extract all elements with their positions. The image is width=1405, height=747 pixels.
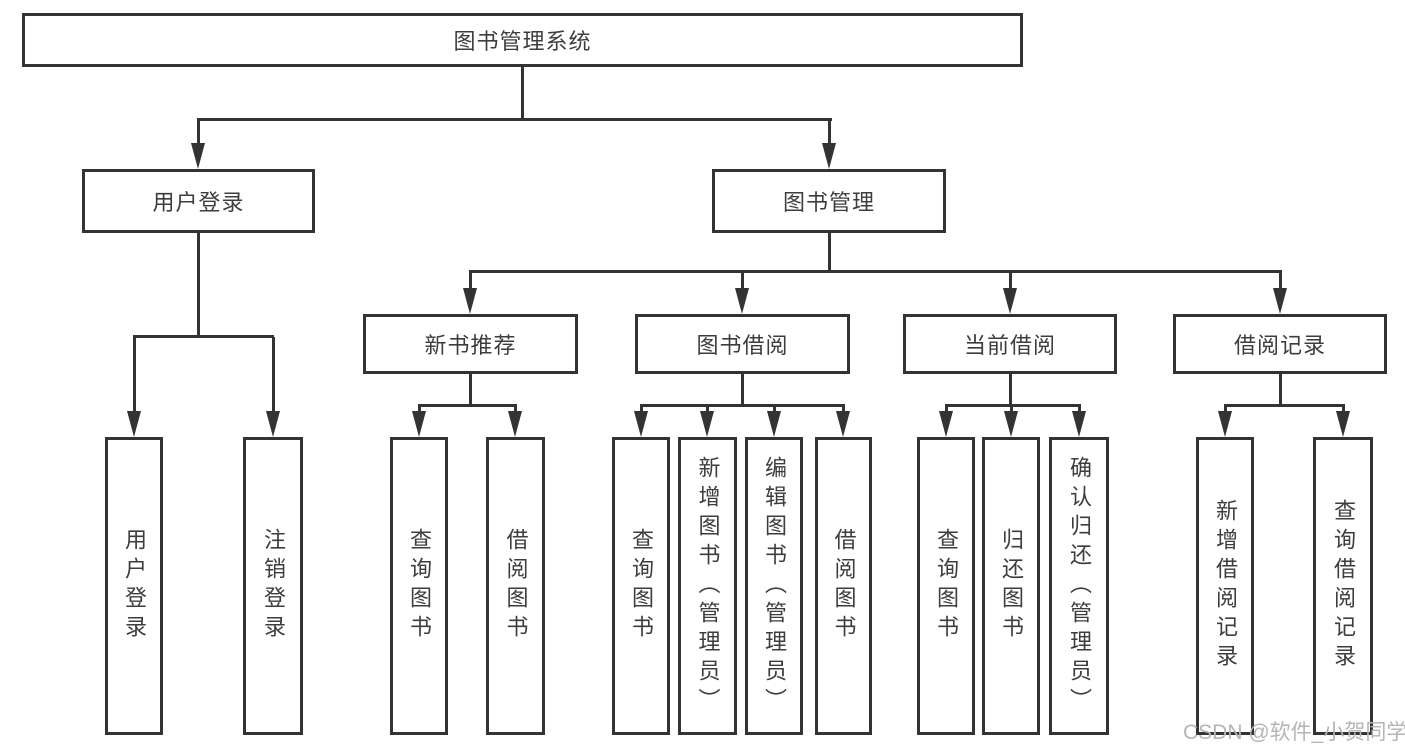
connector-borrow-records-stem	[1279, 374, 1282, 406]
leaf-label-query-books-2: 查询图书	[629, 528, 654, 644]
node-root-label: 图书管理系统	[453, 29, 592, 54]
arrow-to-user-login	[191, 143, 205, 169]
watermark: CSDN @软件_小贺同学	[1183, 721, 1405, 744]
node-book-borrow: 图书借阅	[635, 314, 850, 374]
leaf-label-add-books-admin: 新增图书（管理员）	[695, 455, 721, 717]
arrow-to-leaf-6	[767, 411, 781, 437]
leaf-node-confirm-return-admin: 确认归还（管理员）	[1049, 437, 1109, 735]
leaf-node-logout: 注销登录	[243, 437, 303, 735]
connector-leaf-8-drop	[945, 406, 948, 413]
node-current-borrow-label: 当前借阅	[963, 333, 1056, 358]
connector-book-mgmt-drop	[828, 120, 831, 145]
leaf-node-borrow-books-1: 借阅图书	[486, 437, 545, 735]
leaf-label-confirm-return-admin: 确认归还（管理员）	[1067, 455, 1092, 717]
arrow-to-leaf-1	[266, 411, 280, 437]
leaf-node-return-books: 归还图书	[982, 437, 1040, 735]
connector-leaf-12-drop	[1342, 406, 1345, 413]
leaf-label-query-books-1: 查询图书	[407, 528, 432, 644]
leaf-label-return-books: 归还图书	[999, 528, 1024, 644]
arrow-to-borrow-records	[1273, 288, 1287, 314]
connector-current-borrow-stem	[1009, 374, 1012, 406]
connector-leaf-2-drop	[418, 406, 421, 413]
arrow-to-leaf-11	[1218, 411, 1232, 437]
connector-leaf-11-drop	[1224, 406, 1227, 413]
connector-leaf-10-drop	[1078, 406, 1081, 413]
leaf-label-logout: 注销登录	[261, 528, 286, 644]
arrow-to-leaf-0	[127, 411, 141, 437]
connector-book-borrow-children-branch	[640, 404, 845, 407]
node-new-books-label: 新书推荐	[424, 333, 517, 358]
connector-borrow-records-children-branch	[1224, 404, 1345, 407]
connector-leaf-5-drop	[706, 406, 709, 413]
connector-user-login-drop	[197, 120, 200, 145]
node-borrow-records-label: 借阅记录	[1233, 333, 1326, 358]
node-current-borrow: 当前借阅	[903, 314, 1117, 374]
leaf-label-edit-books-admin: 编辑图书（管理员）	[762, 455, 787, 717]
leaf-node-borrow-books-2: 借阅图书	[815, 437, 872, 735]
connector-new-books-drop	[469, 272, 472, 290]
connector-current-borrow-children-branch	[945, 404, 1081, 407]
connector-level3-branch	[469, 270, 1282, 273]
arrow-to-current-borrow	[1003, 288, 1017, 314]
arrow-to-leaf-10	[1072, 411, 1086, 437]
leaf-node-query-books-2: 查询图书	[612, 437, 670, 735]
arrow-to-leaf-4	[634, 411, 648, 437]
leaf-node-edit-books-admin: 编辑图书（管理员）	[745, 437, 803, 735]
arrow-to-leaf-12	[1336, 411, 1350, 437]
node-book-mgmt: 图书管理	[712, 169, 946, 233]
connector-current-borrow-drop	[1009, 272, 1012, 290]
arrow-to-leaf-3	[508, 411, 522, 437]
connector-user-login-branch	[133, 335, 274, 338]
connector-level2-branch	[197, 118, 832, 121]
connector-book-mgmt-stem	[828, 233, 831, 272]
leaf-label-user-login: 用户登录	[122, 528, 147, 644]
arrow-to-leaf-5	[700, 411, 714, 437]
connector-new-books-children-branch	[418, 404, 517, 407]
node-root: 图书管理系统	[22, 13, 1023, 67]
connector-leaf-1-drop	[272, 337, 275, 413]
connector-borrow-records-drop	[1279, 272, 1282, 290]
connector-leaf-3-drop	[514, 406, 517, 413]
leaf-node-query-borrow-record: 查询借阅记录	[1313, 437, 1373, 735]
arrow-to-book-mgmt	[822, 143, 836, 169]
connector-leaf-4-drop	[640, 406, 643, 413]
leaf-node-add-books-admin: 新增图书（管理员）	[678, 437, 737, 735]
leaf-label-borrow-books-1: 借阅图书	[503, 528, 529, 644]
connector-book-borrow-drop	[741, 272, 744, 290]
connector-leaf-7-drop	[842, 406, 845, 413]
connector-leaf-6-drop	[773, 406, 776, 413]
leaf-label-borrow-books-2: 借阅图书	[831, 528, 857, 644]
connector-root-stem	[521, 66, 524, 120]
connector-leaf-0-drop	[133, 337, 136, 413]
leaf-node-user-login: 用户登录	[105, 437, 163, 735]
connector-user-login-stem	[197, 233, 200, 336]
leaf-node-query-books-1: 查询图书	[390, 437, 448, 735]
leaf-label-query-books-3: 查询图书	[934, 528, 959, 644]
arrow-to-leaf-7	[836, 411, 850, 437]
arrow-to-new-books	[463, 288, 477, 314]
leaf-label-query-borrow-record: 查询借阅记录	[1331, 499, 1356, 673]
arrow-to-leaf-9	[1004, 411, 1018, 437]
node-book-mgmt-label: 图书管理	[782, 190, 875, 215]
leaf-node-query-books-3: 查询图书	[917, 437, 975, 735]
node-book-borrow-label: 图书借阅	[696, 333, 789, 358]
arrow-to-book-borrow	[735, 288, 749, 314]
node-user-login-label: 用户登录	[152, 190, 245, 215]
node-borrow-records: 借阅记录	[1173, 314, 1387, 374]
arrow-to-leaf-2	[412, 411, 426, 437]
node-user-login: 用户登录	[82, 169, 315, 233]
connector-book-borrow-stem	[741, 374, 744, 406]
connector-new-books-stem	[469, 374, 472, 406]
node-new-books: 新书推荐	[363, 314, 578, 374]
connector-leaf-9-drop	[1010, 406, 1013, 413]
leaf-label-add-borrow-record: 新增借阅记录	[1213, 499, 1238, 673]
leaf-node-add-borrow-record: 新增借阅记录	[1196, 437, 1254, 735]
arrow-to-leaf-8	[939, 411, 953, 437]
